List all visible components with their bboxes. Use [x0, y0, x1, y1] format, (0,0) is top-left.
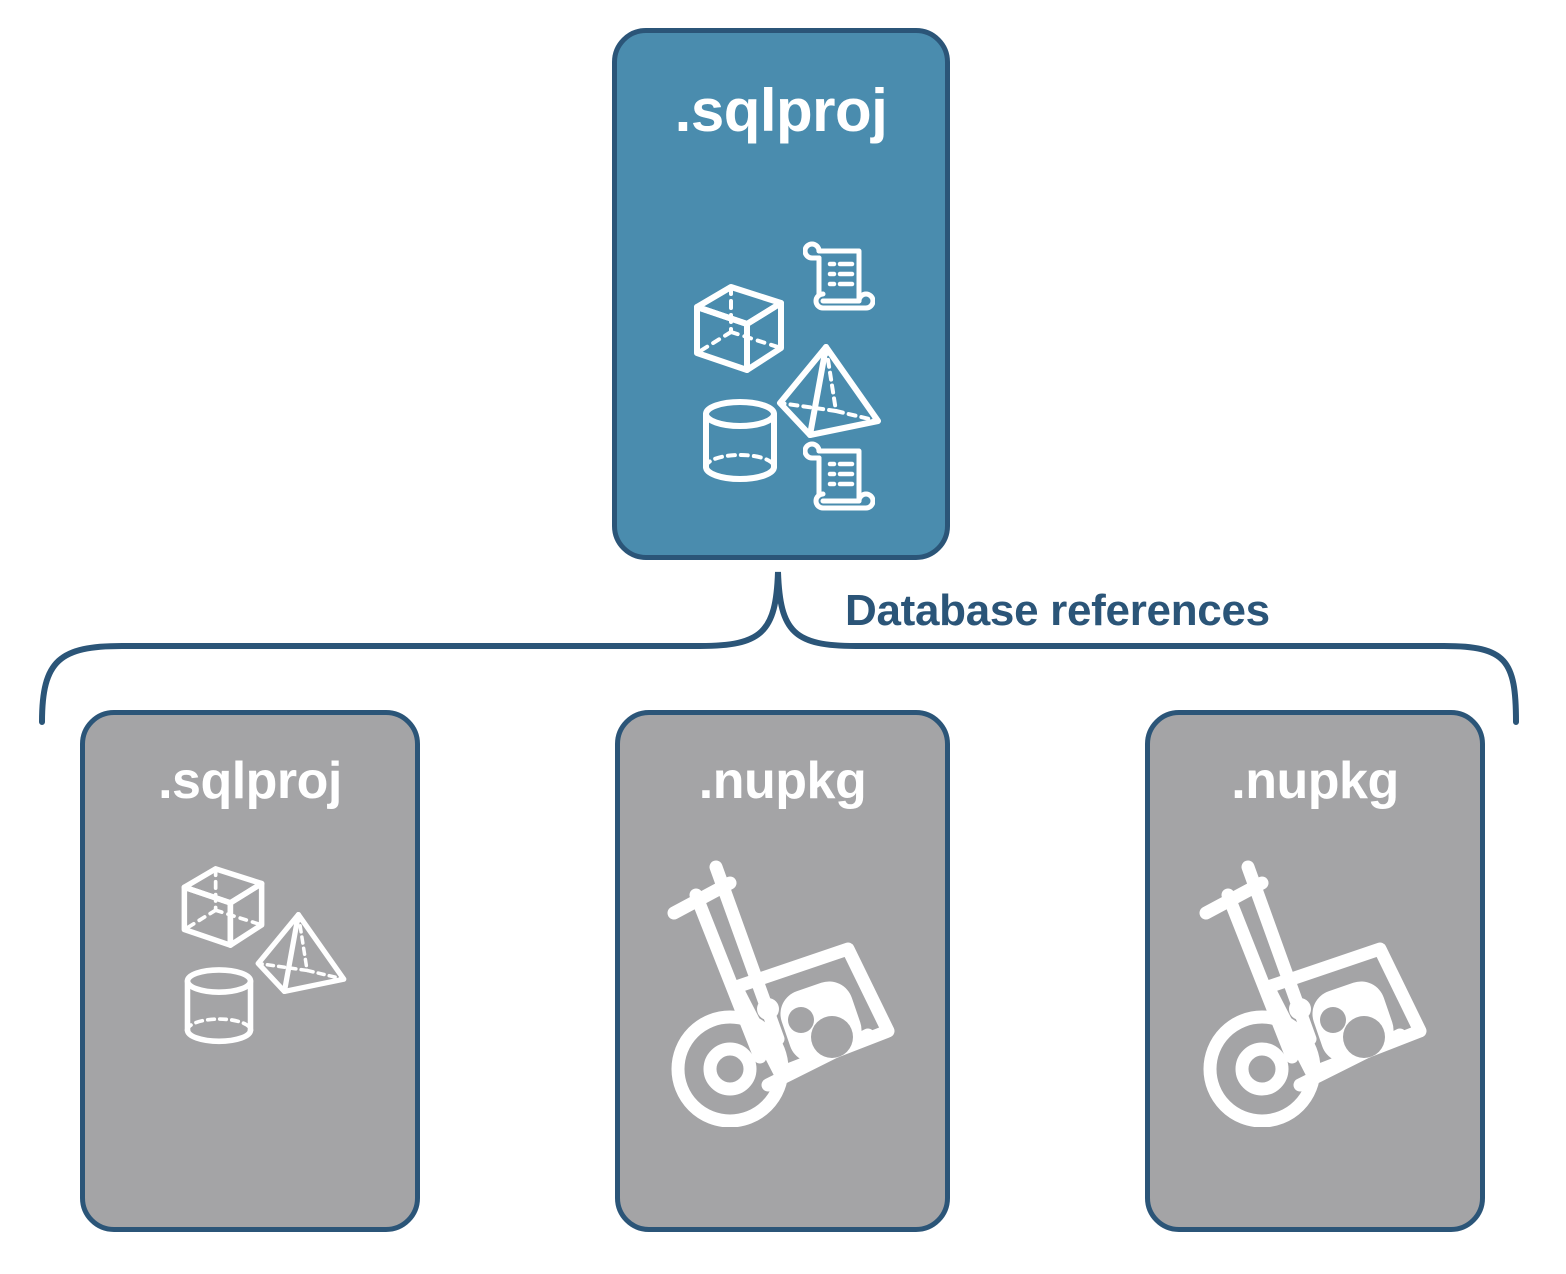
- scroll-icon: [803, 441, 875, 511]
- cylinder-icon: [703, 399, 777, 482]
- cube-icon: [694, 284, 784, 373]
- node-reference-nupkg-2[interactable]: .nupkg: [1145, 710, 1485, 1232]
- node-title: .nupkg: [1231, 752, 1399, 810]
- node-artwork: [617, 141, 945, 555]
- pyramid-icon: [255, 911, 347, 995]
- node-root-sqlproj[interactable]: .sqlproj: [612, 28, 950, 560]
- node-artwork: [620, 807, 945, 1227]
- hand-truck-package-icon: [667, 860, 895, 1127]
- node-title: .sqlproj: [674, 77, 888, 144]
- scroll-icon: [803, 241, 875, 311]
- bracket-label: Database references: [845, 586, 1270, 635]
- node-reference-sqlproj[interactable]: .sqlproj: [80, 710, 420, 1232]
- node-artwork: [1150, 807, 1480, 1227]
- hand-truck-package-icon: [1199, 860, 1427, 1127]
- node-title: .sqlproj: [158, 752, 342, 810]
- cylinder-icon: [184, 967, 254, 1045]
- node-reference-nupkg-1[interactable]: .nupkg: [615, 710, 950, 1232]
- node-artwork: [85, 807, 415, 1227]
- cube-icon: [181, 866, 265, 948]
- node-title: .nupkg: [698, 752, 867, 810]
- pyramid-icon: [777, 344, 881, 438]
